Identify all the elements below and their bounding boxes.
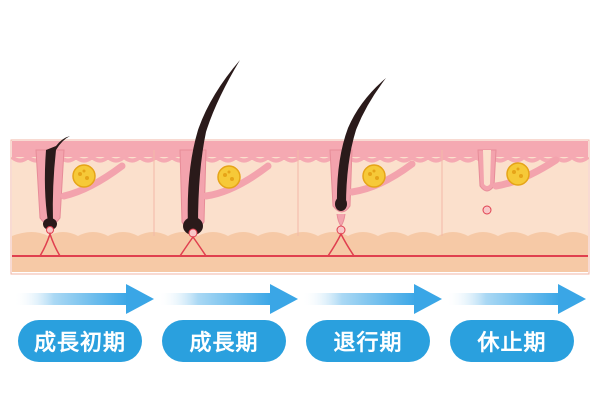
epidermis-layer xyxy=(12,141,588,157)
sebaceous-gland-icon xyxy=(217,165,241,189)
stage-label-early-anagen: 成長初期 xyxy=(18,320,142,362)
flow-arrow-icon xyxy=(14,284,154,314)
subcutaneous-layer xyxy=(12,232,588,272)
follicle-early-growth xyxy=(35,136,126,257)
hair-shaft xyxy=(187,60,240,226)
sebaceous-gland-icon xyxy=(362,164,386,188)
dermis-layer xyxy=(12,150,588,236)
stage-arrows xyxy=(14,284,586,314)
capillary xyxy=(179,235,207,257)
sebaceous-gland-icon xyxy=(72,164,96,188)
stage-label-anagen: 成長期 xyxy=(162,320,286,362)
stage-label-catagen: 退行期 xyxy=(306,320,430,362)
dermal-papilla xyxy=(482,205,492,215)
skin-cross-section xyxy=(10,139,590,276)
follicle-growth xyxy=(179,60,272,257)
flow-arrow-icon xyxy=(158,284,298,314)
capillary xyxy=(327,232,355,257)
flow-arrow-icon xyxy=(302,284,442,314)
hair-bulb xyxy=(335,197,347,211)
sebaceous-gland-icon xyxy=(506,162,530,186)
capillary xyxy=(39,231,61,257)
stage-label-telogen: 休止期 xyxy=(450,320,574,362)
hair-shaft xyxy=(336,78,386,206)
hair-bulb xyxy=(183,217,203,235)
hair-bulb xyxy=(43,218,57,230)
follicle-regression xyxy=(327,78,416,257)
flow-arrow-icon xyxy=(446,284,586,314)
arrector-muscle xyxy=(60,162,126,200)
follicle-resting xyxy=(477,149,560,215)
hair-shaft xyxy=(44,136,70,222)
skin-border xyxy=(10,139,590,275)
